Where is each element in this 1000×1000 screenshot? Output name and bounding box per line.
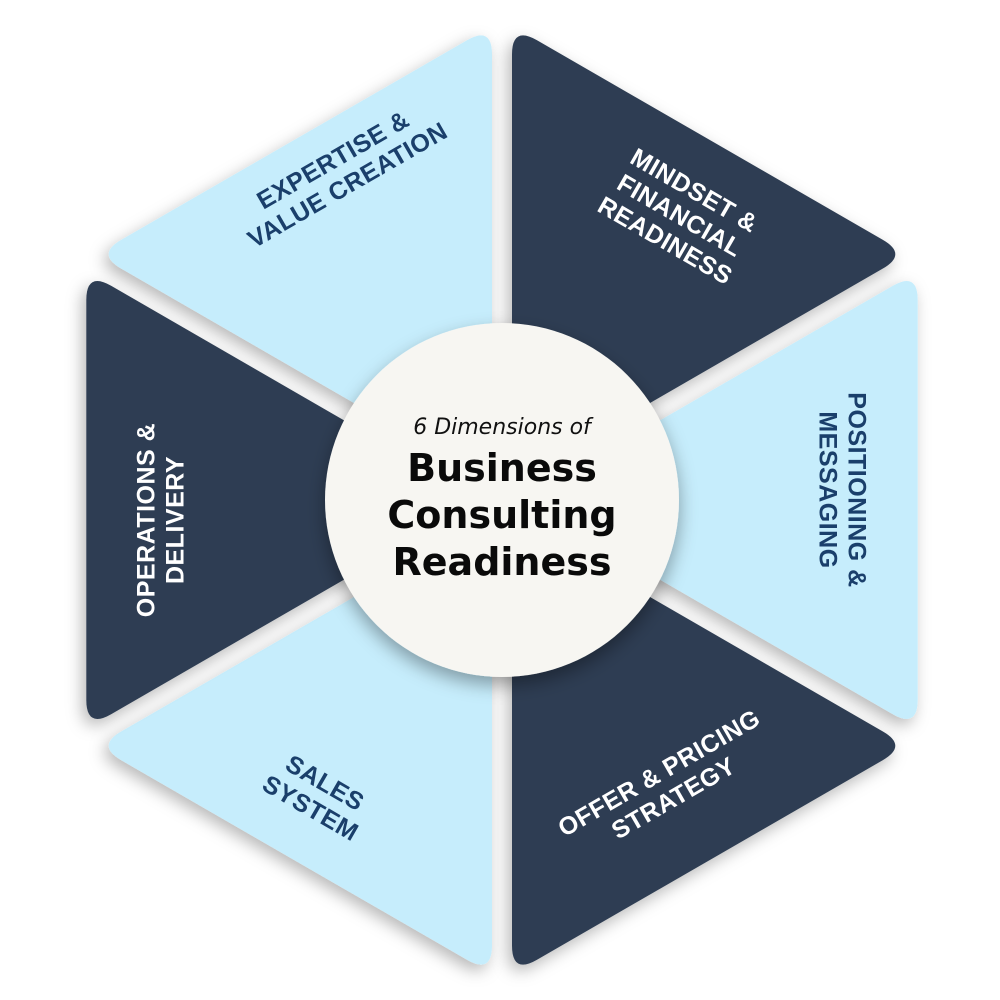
segment-label-line: DELIVERY (162, 456, 190, 584)
segment-label-line: POSITIONING & (843, 392, 871, 587)
segment-shape-positioning (522, 281, 918, 719)
center-title-line-2: Consulting (387, 493, 616, 537)
segment-label-positioning: POSITIONING &MESSAGING (814, 392, 871, 587)
center-title-line-3: Readiness (393, 540, 612, 584)
center-circle: 6 Dimensions of Business Consulting Read… (325, 323, 679, 677)
segment-label-line: MESSAGING (814, 411, 842, 568)
segment-positioning: POSITIONING &MESSAGING (522, 281, 918, 719)
segment-label-line: OPERATIONS & (133, 423, 161, 617)
segment-operations: OPERATIONS &DELIVERY (86, 281, 483, 719)
center-title-line-1: Business (407, 446, 597, 490)
segment-label-operations: OPERATIONS &DELIVERY (133, 423, 190, 617)
segment-shape-operations (86, 281, 483, 719)
center-circle-shape (325, 323, 679, 677)
center-subtitle: 6 Dimensions of (413, 415, 594, 440)
